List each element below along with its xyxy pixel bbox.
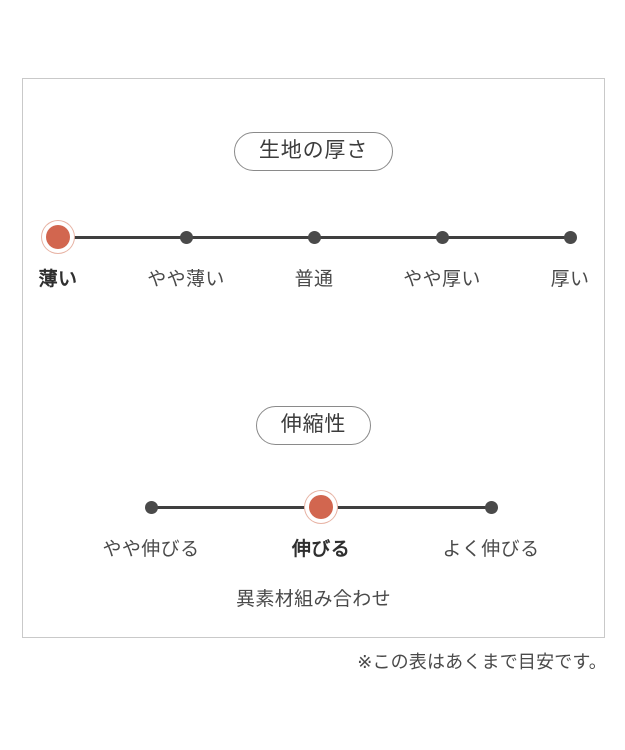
thickness-scale (46, 224, 577, 250)
stretch-dot-nobiru[interactable] (309, 495, 333, 519)
stretch-dot-yoku-nobiru[interactable] (484, 500, 498, 514)
thickness-dot-futsuu[interactable] (307, 230, 321, 244)
thickness-badge-row: 生地の厚さ (23, 132, 604, 171)
thickness-label-atsui: 厚い (550, 269, 590, 290)
stretch-label-nobiru: 伸びる (291, 539, 351, 560)
stretch-label-yaya-nobiru: やや伸びる (102, 539, 200, 560)
thickness-dot-atsui[interactable] (563, 230, 577, 244)
thickness-label-yaya-usui: やや薄い (147, 269, 225, 290)
thickness-dot-yaya-atsui[interactable] (435, 230, 449, 244)
thickness-label-yaya-atsui: やや厚い (403, 269, 481, 290)
stretch-label-yoku-nobiru: よく伸びる (442, 539, 540, 560)
disclaimer-footnote: ※この表はあくまで目安です。 (357, 652, 607, 672)
stretch-labels: やや伸びる 伸びる よく伸びる (103, 537, 540, 567)
stretch-badge-row: 伸縮性 (23, 406, 604, 445)
thickness-label-usui: 薄い (38, 269, 78, 290)
fabric-spec-card: 生地の厚さ 薄い やや薄い 普通 やや厚い 厚い 伸縮性 やや伸びる 伸びる よ… (22, 78, 605, 638)
stretch-dot-yaya-nobiru[interactable] (144, 500, 158, 514)
stretch-badge: 伸縮性 (255, 406, 372, 445)
thickness-labels: 薄い やや薄い 普通 やや厚い 厚い (39, 267, 589, 297)
stretch-material-note: 異素材組み合わせ (235, 589, 392, 610)
thickness-badge: 生地の厚さ (233, 132, 394, 171)
stretch-scale (144, 494, 498, 520)
thickness-dot-yaya-usui[interactable] (179, 230, 193, 244)
thickness-label-futsuu: 普通 (294, 269, 334, 290)
thickness-dot-usui[interactable] (46, 225, 70, 249)
